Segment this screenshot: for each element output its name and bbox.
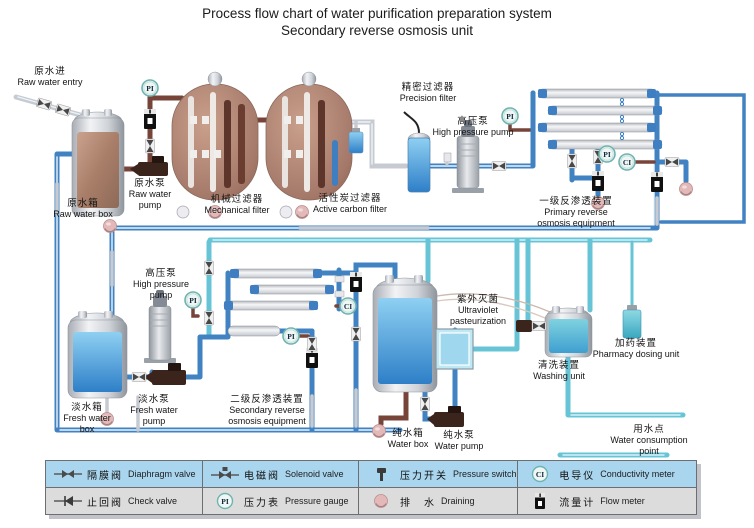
precision-filter-unit [403, 111, 431, 193]
conductivity-meter-secondary: CI [339, 297, 357, 315]
mechanical-filter-vessel [171, 71, 259, 220]
legend-item-flow-meter: 流量计 Flow meter [517, 488, 696, 514]
svg-text:PI: PI [221, 497, 229, 506]
svg-text:PI: PI [189, 296, 197, 305]
page-title: Process flow chart of water purification… [0, 6, 754, 40]
flow-meter [350, 272, 362, 292]
svg-text:PI: PI [287, 332, 295, 341]
label-fresh-water-box: 淡水箱 Fresh water box [63, 402, 111, 434]
tube-connector-chain [619, 97, 625, 141]
legend-item-solenoid-valve: 电磁阀 Solenoid valve [202, 461, 358, 487]
draining-icon [374, 494, 388, 508]
drain-point [102, 218, 118, 234]
diaphragm-valve-icon [54, 470, 82, 478]
primary-ro-membrane-bank [537, 88, 694, 211]
label-water-consumption: 用水点 Water consumption point [610, 424, 688, 456]
label-raw-water-box: 原水箱 Raw water box [53, 198, 113, 220]
legend-row-2: 止回阀 Check valve PI 压力表 Pressure gauge 排 … [46, 488, 696, 514]
raw-water-pump-unit [130, 156, 168, 176]
high-pressure-pump-2-unit [144, 290, 176, 363]
legend-item-draining: 排 水 Draining [358, 488, 517, 514]
label-high-pressure-pump-2: 高压泵 High pressure pump [132, 268, 190, 300]
legend-row-1: 隔膜阀 Diaphragm valve 电磁阀 Solenoid valve 压… [46, 461, 696, 488]
svg-text:CI: CI [344, 302, 352, 311]
conductivity-meter-icon: CI [532, 465, 549, 483]
conductivity-meter-primary: CI [618, 153, 636, 171]
pressure-gauge-secondary-ro: PI [282, 327, 300, 345]
label-water-pump: 纯水泵 Water pump [434, 430, 484, 452]
flow-meter-icon [535, 493, 546, 509]
title-line-2: Secondary reverse osmosis unit [280, 22, 474, 38]
label-pharmacy-dosing: 加药装置 Pharmacy dosing unit [592, 338, 680, 360]
label-primary-ro: 一级反渗透装置 Primary reverse osmosis equipmen… [537, 196, 615, 228]
pressure-gauge-hp1: PI [501, 107, 519, 125]
washing-unit-tank [516, 306, 593, 358]
water-box-tank [371, 275, 551, 439]
water-pump-unit [427, 406, 464, 427]
drain-point [279, 205, 293, 219]
label-washing-unit: 清洗装置 Washing unit [533, 360, 585, 382]
pressure-gauge-icon: PI [216, 492, 234, 510]
raw-water-box-tank [71, 109, 125, 234]
high-pressure-pump-1-unit [452, 120, 484, 193]
legend-item-check-valve: 止回阀 Check valve [46, 488, 202, 514]
svg-text:CI: CI [536, 470, 544, 479]
label-precision-filter: 精密过滤器 Precision filter [399, 82, 457, 104]
svg-text:CI: CI [623, 158, 631, 167]
label-ultraviolet: 紫外灭菌 Ultraviolet pasteurization [449, 294, 507, 326]
label-active-carbon-filter: 活性炭过滤器 Active carbon filter [312, 193, 388, 215]
drain-point [176, 205, 190, 219]
legend-item-pressure-gauge: PI 压力表 Pressure gauge [202, 488, 358, 514]
title-line-1: Process flow chart of water purification… [202, 6, 552, 21]
fresh-water-box-tank [67, 311, 128, 427]
legend-item-diaphragm-valve: 隔膜阀 Diaphragm valve [46, 461, 202, 487]
sample-bottle [348, 128, 364, 154]
label-mechanical-filter: 机械过滤器 Mechanical filter [204, 194, 270, 216]
check-valve-icon [54, 496, 82, 506]
secondary-ro-membrane-bank [223, 268, 362, 368]
flow-meter [592, 171, 604, 191]
pipe-fitting [443, 152, 452, 163]
washing-pump [516, 320, 532, 332]
label-water-box: 纯水箱 Water box [387, 428, 429, 450]
label-secondary-ro: 二级反渗透装置 Secondary reverse osmosis equipm… [228, 394, 306, 426]
legend-item-pressure-switch: 压力开关 Pressure switch [358, 461, 517, 487]
active-carbon-filter-vessel [265, 71, 353, 220]
label-raw-water-pump: 原水泵 Raw water pump [128, 178, 172, 210]
drain-point [678, 181, 694, 197]
pressure-switch-icon [377, 468, 386, 481]
ultraviolet-unit [435, 328, 474, 370]
legend: 隔膜阀 Diaphragm valve 电磁阀 Solenoid valve 压… [45, 460, 697, 515]
flow-meter [144, 109, 156, 129]
label-high-pressure-pump-1: 高压泵 High pressure pump [432, 116, 514, 138]
svg-text:PI: PI [146, 84, 154, 93]
flow-meter [651, 172, 663, 192]
label-fresh-water-pump: 淡水泵 Fresh water pump [130, 394, 178, 426]
pressure-gauge-hp2: PI [184, 291, 202, 309]
pressure-gauge-raw: PI [141, 79, 159, 97]
legend-item-conductivity-meter: CI 电导仪 Conductivity meter [517, 461, 696, 487]
solenoid-valve-icon [211, 467, 239, 479]
label-raw-water-entry: 原水进 Raw water entry [17, 66, 83, 88]
pharmacy-dosing-unit [622, 305, 642, 339]
fresh-water-pump-unit [144, 363, 186, 385]
svg-text:PI: PI [603, 150, 611, 159]
pressure-gauge-primary-ro: PI [598, 145, 616, 163]
svg-text:PI: PI [506, 112, 514, 121]
